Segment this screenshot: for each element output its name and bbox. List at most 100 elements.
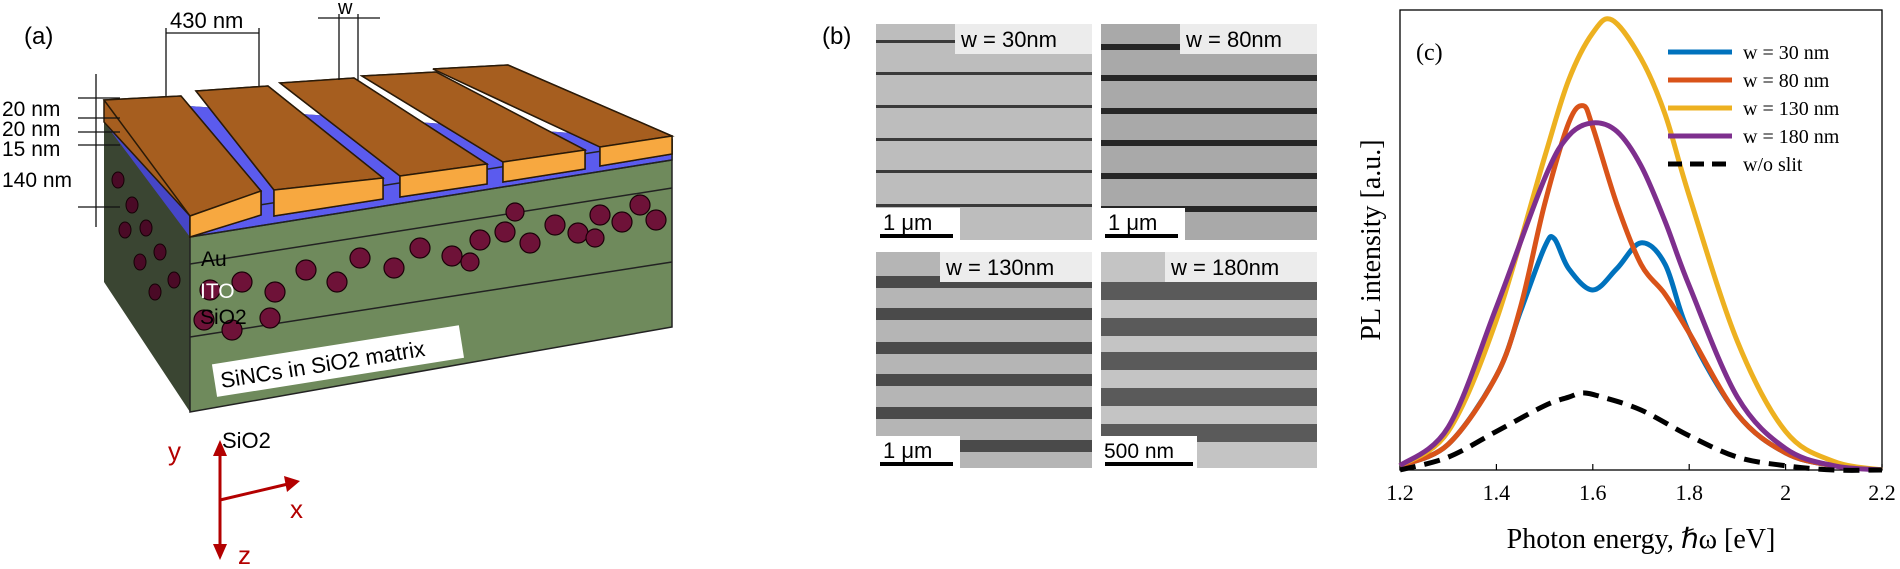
axis-label-z: z xyxy=(238,540,251,569)
nanocrystal-end-group xyxy=(111,171,181,301)
gold-stripe-face xyxy=(189,189,262,239)
nanocrystal xyxy=(494,221,516,243)
sem-slit xyxy=(1101,75,1317,81)
gold-stripe-face xyxy=(502,149,586,183)
nanocrystal xyxy=(295,259,317,281)
plot-frame xyxy=(1399,9,1883,471)
panel-b-tag: (b) xyxy=(822,23,851,50)
scale-bar-text: 500 nm xyxy=(1104,440,1174,463)
nanocrystal xyxy=(153,243,167,261)
z-arrowhead xyxy=(213,544,227,560)
series-line-3 xyxy=(1398,120,1883,473)
gold-stripe-face xyxy=(599,135,673,167)
legend-entry: w = 130 nm xyxy=(1743,98,1840,120)
panel-a-tag: (a) xyxy=(24,23,53,50)
sem-slit xyxy=(876,407,1092,419)
nanocrystal xyxy=(133,253,147,271)
nanocrystal xyxy=(118,221,132,239)
nanocrystal xyxy=(629,194,651,216)
nanocrystal xyxy=(469,229,491,251)
sem-label: w = 80nm xyxy=(1185,27,1282,52)
sem-slit xyxy=(1101,282,1317,300)
sem-image-130nm: w = 130nm 1 μm xyxy=(876,252,1092,468)
nanocrystal xyxy=(259,307,281,329)
sem-label: w = 30nm xyxy=(960,27,1057,52)
thickness-label-sio2: 15 nm xyxy=(2,138,60,161)
period-label: 430 nm xyxy=(170,8,243,33)
nanocrystal xyxy=(125,196,139,214)
gold-stripes xyxy=(102,64,675,239)
series-line-1 xyxy=(1398,103,1883,473)
nanocrystal xyxy=(139,219,153,237)
nanocrystal xyxy=(148,283,162,301)
axis-label-x: x xyxy=(290,494,303,524)
nanocrystal xyxy=(199,279,221,301)
dimension-lines xyxy=(78,14,380,227)
layer-label-sio2-bottom: SiO2 xyxy=(222,428,271,453)
sem-slit xyxy=(876,308,1092,320)
sem-slits xyxy=(1101,282,1317,442)
x-axis-label: Photon energy, ℏω [eV] xyxy=(1507,524,1776,555)
sem-label-bg xyxy=(955,24,1092,54)
nanocrystal xyxy=(264,281,286,303)
thickness-label-matrix: 140 nm xyxy=(2,169,72,192)
scale-bar xyxy=(1105,462,1193,466)
x-tick-label: 1.4 xyxy=(1483,480,1511,505)
nanocrystal xyxy=(383,257,405,279)
nanocrystal xyxy=(193,309,215,331)
y-axis-label: PL intensity [a.u.] xyxy=(1356,139,1387,340)
series-line-2 xyxy=(1398,16,1883,473)
legend-entry: w/o slit xyxy=(1743,154,1803,176)
matrix-label-background xyxy=(211,325,465,397)
nanocrystal xyxy=(589,204,611,226)
series-line-0 xyxy=(1398,234,1883,473)
x-tick-label: 2 xyxy=(1780,480,1791,505)
legend-entry: w = 80 nm xyxy=(1743,70,1830,92)
sem-label-bg xyxy=(940,252,1092,282)
y-arrowhead xyxy=(213,440,227,456)
legend: w = 30 nmw = 80 nmw = 130 nmw = 180 nmw/… xyxy=(1668,42,1840,176)
nanocrystal xyxy=(519,232,541,254)
sem-label-bg xyxy=(1165,252,1317,282)
legend-entry: w = 180 nm xyxy=(1743,126,1840,148)
x-axis-arrow xyxy=(219,482,289,502)
nanocrystal xyxy=(349,247,371,269)
nanocrystal xyxy=(505,202,525,222)
block-end-face xyxy=(104,100,190,412)
sem-background xyxy=(1101,24,1317,240)
scale-bar xyxy=(1105,234,1178,238)
nanocrystal-group xyxy=(193,194,667,341)
scale-bar xyxy=(880,462,953,466)
nanocrystal xyxy=(645,209,667,231)
sem-slit xyxy=(1101,352,1317,370)
nanocrystal xyxy=(567,222,589,244)
sem-slit xyxy=(876,105,1092,108)
nanocrystal xyxy=(231,271,253,293)
sem-slit xyxy=(876,204,1092,207)
nanocrystal xyxy=(167,271,181,289)
slit-label: w xyxy=(337,0,353,19)
panel-a: (a) xyxy=(2,0,675,569)
nanocrystal xyxy=(460,252,480,272)
x-tick-label: 1.8 xyxy=(1675,480,1703,505)
nanocrystal xyxy=(544,214,566,236)
sem-slit xyxy=(876,138,1092,141)
layer-label-sio2-top: SiO2 xyxy=(200,306,247,329)
layer-label-au: Au xyxy=(201,248,227,271)
scale-bar-text: 1 μm xyxy=(883,438,932,463)
nanocrystal xyxy=(221,319,243,341)
gold-stripe-face xyxy=(273,177,384,217)
sem-image-180nm: w = 180nm 500 nm xyxy=(1101,252,1317,468)
sem-slit xyxy=(876,374,1092,386)
sem-slit xyxy=(876,170,1092,173)
scale-bar xyxy=(880,234,953,238)
sio2-boundary-2 xyxy=(189,187,673,265)
x-tick-label: 1.6 xyxy=(1579,480,1607,505)
sem-slit xyxy=(1101,108,1317,114)
x-tick-label: 1.2 xyxy=(1386,480,1414,505)
curve-group xyxy=(1398,16,1883,473)
gold-stripe-face xyxy=(399,163,488,198)
